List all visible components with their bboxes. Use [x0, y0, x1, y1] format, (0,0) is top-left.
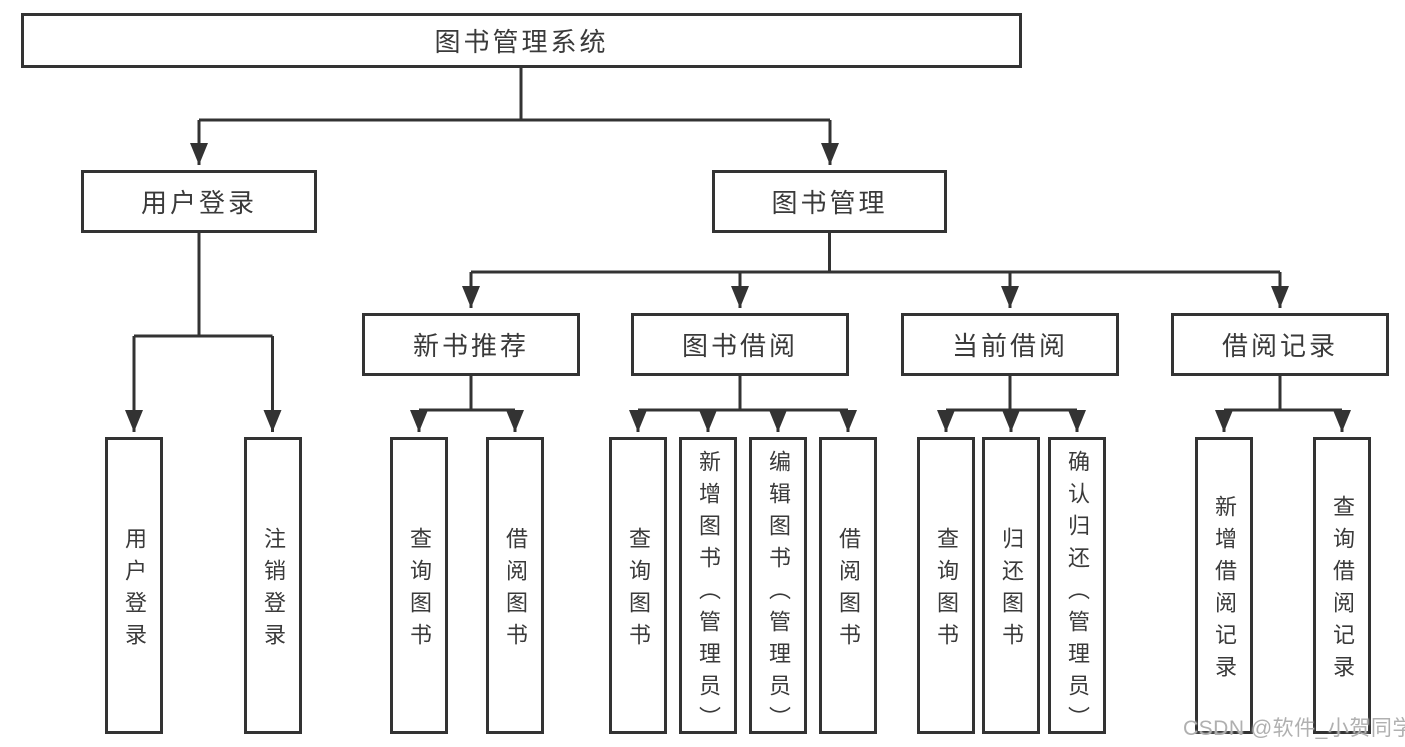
node-records-query-record: 查询借阅记录: [1313, 437, 1371, 734]
node-book-mgmt: 图书管理: [712, 170, 947, 233]
node-current-borrow: 当前借阅: [901, 313, 1119, 376]
node-current-query-books: 查询图书: [917, 437, 975, 734]
node-borrow-add-books-admin: 新增图书（管理员）: [679, 437, 737, 738]
node-borrow-records: 借阅记录: [1171, 313, 1389, 376]
node-user-login: 用户登录: [81, 170, 317, 233]
node-borrow-borrow-books: 借阅图书: [819, 437, 877, 734]
node-borrow-edit-books-admin: 编辑图书（管理员）: [749, 437, 807, 738]
watermark: CSDN @软件_小贺同学: [1183, 717, 1405, 740]
node-current-return-books: 归还图书: [982, 437, 1040, 734]
node-new-book-rec: 新书推荐: [362, 313, 580, 376]
node-login-logout: 注销登录: [244, 437, 302, 734]
node-rec-query-books: 查询图书: [390, 437, 448, 734]
node-current-confirm-return-admin: 确认归还（管理员）: [1048, 437, 1106, 738]
node-borrow-query-books: 查询图书: [609, 437, 667, 734]
node-rec-borrow-books: 借阅图书: [486, 437, 544, 734]
node-book-borrow: 图书借阅: [631, 313, 849, 376]
node-library-system: 图书管理系统: [21, 13, 1022, 68]
node-records-add-record: 新增借阅记录: [1195, 437, 1253, 734]
node-login-user: 用户登录: [105, 437, 163, 734]
